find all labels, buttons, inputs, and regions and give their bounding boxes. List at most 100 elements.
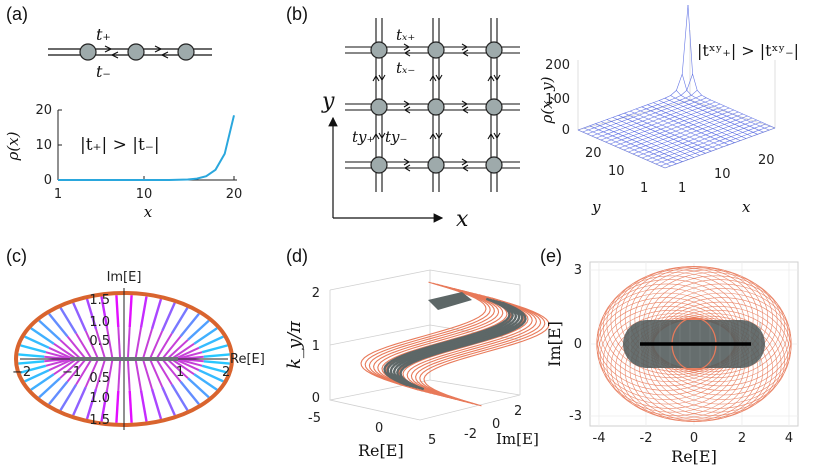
mesh-line	[624, 112, 712, 152]
spectrum-spokes	[18, 295, 230, 423]
z-axis-label: ρ(x, y)	[538, 76, 556, 124]
hop-arrow	[461, 43, 469, 51]
hop-arrow	[461, 49, 469, 57]
mesh-line	[635, 108, 724, 148]
x-tick: 0	[375, 421, 383, 436]
y-tick: 3	[574, 263, 582, 278]
mesh-line	[577, 129, 666, 169]
lattice-site	[370, 156, 388, 174]
density-curve	[58, 115, 235, 181]
x-axis-label: x	[144, 203, 153, 221]
mesh-line	[591, 94, 702, 137]
spoke-inner	[166, 358, 189, 379]
spoke-outer	[161, 386, 176, 416]
x-axis-label: Re[E]	[671, 447, 717, 466]
lattice-site	[427, 41, 445, 59]
spoke-outer	[30, 373, 55, 391]
spoke-inner	[106, 358, 114, 391]
ribbon-core	[389, 299, 518, 388]
ring	[629, 266, 769, 370]
hop-arrow	[493, 132, 501, 140]
ribbon-line	[415, 295, 542, 405]
spoke-outer	[203, 360, 230, 365]
spoke-outer	[38, 319, 61, 341]
spoke-outer	[24, 369, 50, 383]
spoke-outer	[85, 298, 98, 330]
x-tick: 20	[758, 153, 775, 168]
im-tick: 0.5	[89, 334, 110, 349]
mesh-line	[664, 127, 776, 169]
mesh-line	[577, 4, 689, 131]
panel-b-label: (b)	[286, 4, 308, 24]
ring	[639, 269, 778, 373]
panel-e-label: (e)	[540, 246, 562, 266]
im-axis-label: Im[E]	[107, 270, 142, 285]
hop-x-minus-label: tₓ₋	[396, 59, 415, 77]
y-axis-label: ρ(x)	[4, 131, 22, 161]
mesh-line	[612, 117, 700, 156]
panel-c-label: (c)	[6, 246, 27, 266]
spoke-outer	[59, 383, 78, 411]
chart-a: 20 10 0 1 10 20 x ρ(x) |t₊| > |t₋|	[4, 103, 242, 221]
x-tick: 10	[136, 187, 153, 202]
spoke-inner	[117, 358, 122, 391]
x-tick: 0	[690, 431, 698, 446]
mesh-line	[600, 99, 712, 141]
mesh-line	[587, 89, 698, 135]
mesh-line	[687, 4, 776, 129]
hop-arrow	[435, 74, 443, 82]
hop-arrow	[403, 100, 411, 108]
spoke-inner	[141, 328, 153, 360]
x-axis-label: Re[E]	[358, 441, 404, 460]
spoke-outer	[150, 298, 163, 330]
spoke-outer	[18, 353, 45, 358]
hop-arrow	[378, 74, 386, 82]
spoke-inner	[66, 335, 87, 360]
mesh-line	[637, 115, 748, 157]
y-tick: -3	[569, 409, 582, 424]
mesh-line	[676, 90, 764, 133]
panel-e: (e) 3 0 -3 -4 -2 0 2 4 Re[E] Im[E]	[540, 246, 799, 466]
spoke-inner	[48, 358, 74, 372]
spoke-outer	[115, 295, 120, 328]
spoke-outer	[115, 390, 120, 423]
mesh-line	[595, 123, 683, 162]
lattice-site	[485, 98, 503, 116]
spoke-outer	[150, 388, 163, 420]
spoke-outer	[85, 388, 98, 420]
ribbon-line	[364, 282, 491, 392]
spoke-inner	[161, 358, 182, 383]
ribbon-core	[386, 298, 514, 388]
ribbon-core	[392, 300, 521, 389]
y-tick: 2	[514, 404, 522, 419]
box-edge	[577, 60, 776, 169]
mesh-line	[681, 74, 770, 131]
mesh-line	[601, 121, 689, 160]
spoke-inner	[134, 327, 142, 360]
spoke-inner	[141, 358, 153, 390]
spoke-outer	[187, 377, 210, 399]
ribbon-line	[377, 285, 504, 395]
y-tick: 0	[574, 337, 582, 352]
mesh-line	[614, 105, 725, 147]
panel-a: (a) t₊ t₋ 20 10 0 1 10	[4, 4, 242, 221]
spoke-outer	[139, 296, 148, 328]
x-tick: 5	[428, 433, 436, 448]
mesh-line	[606, 119, 695, 158]
condition-label: |tˣʸ₊| > |tˣʸ₋|	[697, 41, 799, 60]
spoke-inner	[95, 358, 107, 390]
mesh-line	[605, 101, 716, 143]
x-tick: 2	[738, 431, 746, 446]
ribbon-line	[419, 296, 546, 406]
mesh-line	[629, 110, 718, 150]
spoke-inner	[106, 327, 114, 360]
ribbon-line	[423, 297, 550, 407]
spoke-outer	[72, 302, 87, 332]
y-tick: 10	[608, 164, 625, 179]
mesh-line	[583, 127, 671, 167]
spoke-outer	[198, 369, 224, 383]
spoke-outer	[139, 390, 148, 422]
ribbon-line	[410, 294, 537, 404]
hop-minus-label: t₋	[96, 62, 111, 81]
spoke-outer	[179, 312, 200, 338]
